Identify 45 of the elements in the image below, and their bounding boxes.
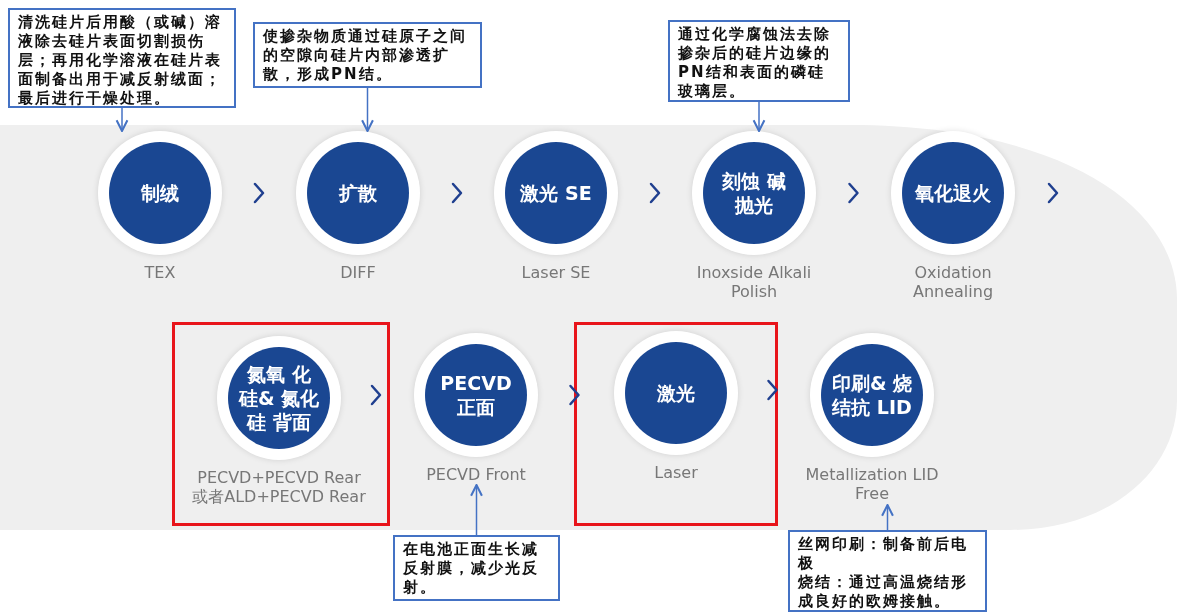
step-label: 制绒 [141, 181, 179, 205]
step-caption: Laser [654, 463, 698, 482]
step-caption: Inoxside Alkali Polish [695, 263, 813, 301]
step-label: 氮氧 化硅& 氮化硅 背面 [238, 362, 320, 434]
step-caption: Oxidation Annealing [911, 263, 995, 301]
chevron-arrow [451, 182, 463, 204]
step-caption: DIFF [340, 263, 376, 282]
callout-text: 丝网印刷：制备前后电极 [798, 535, 969, 573]
callout-text: 通过化学腐蚀法去除掺杂后的硅片边缘的PN结和表面的磷硅玻璃层。 [678, 25, 832, 100]
callout-box [393, 535, 560, 601]
callout-text: 在电池正面生长减反射膜，减少光反射。 [403, 540, 540, 597]
highlight-frame [574, 322, 778, 526]
leader-arrow [361, 87, 374, 132]
step-label: 刻蚀 碱抛光 [721, 169, 787, 217]
step-label: 印刷& 烧结抗 LID [831, 371, 913, 419]
callout-text: 烧结：通过高温烧结形成良好的欧姆接触。 [798, 573, 969, 610]
callout-text: 清洗硅片后用酸（或碱）溶液除去硅片表面切割损伤层；再用化学溶液在硅片表面制备出用于减反射绒面；最后进行干燥处理。 [18, 13, 223, 106]
step-caption: PECVD+PECVD Rear [197, 468, 361, 487]
leader-arrow [115, 107, 129, 132]
chevron-arrow [767, 379, 778, 401]
callout-box [668, 20, 850, 102]
leader-arrow [470, 484, 483, 536]
step-caption: Metallization LID Free [804, 465, 940, 503]
callout-box [788, 530, 987, 612]
step-caption: 或者ALD+PECVD Rear [192, 487, 366, 506]
chevron-arrow [569, 384, 580, 406]
leader-arrow [881, 504, 894, 531]
chevron-arrow [848, 182, 859, 204]
step-label: 扩散 [339, 181, 377, 205]
step-caption: PECVD Front [426, 465, 526, 484]
callout-text: 使掺杂物质通过硅原子之间的空隙向硅片内部渗透扩散，形成PN结。 [263, 27, 468, 84]
chevron-arrow [1047, 182, 1059, 204]
leader-arrow [752, 101, 766, 132]
step-caption: TEX [144, 263, 176, 282]
chevron-arrow [253, 182, 265, 204]
step-caption: Laser SE [521, 263, 591, 282]
step-label: PECVD 正面 [439, 371, 513, 419]
step-label: 激光 [657, 381, 695, 405]
highlight-frame [172, 322, 390, 526]
step-label: 氧化退火 [915, 181, 991, 205]
step-label: 激光 SE [520, 181, 592, 205]
chevron-arrow [370, 384, 382, 406]
chevron-arrow [649, 182, 661, 204]
callout-box [253, 22, 482, 88]
callout-box [8, 8, 236, 108]
